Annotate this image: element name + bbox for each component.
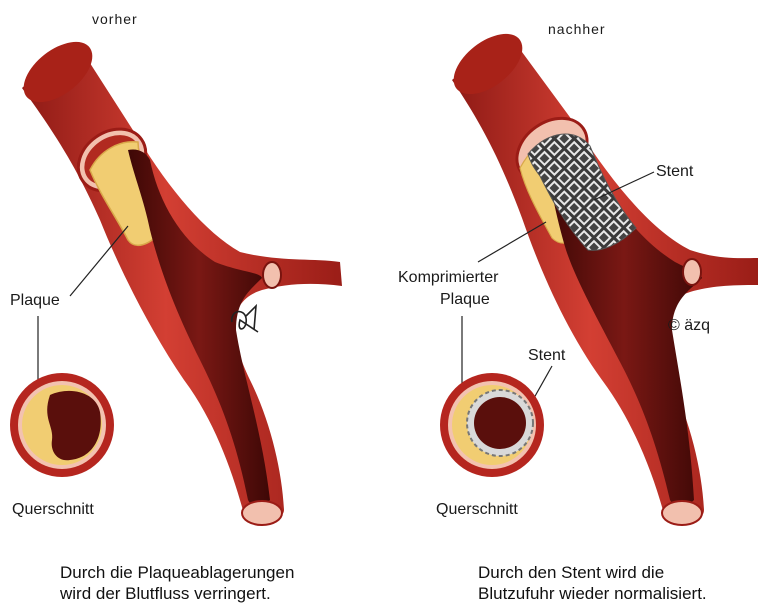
caption-before-line2: wird der Blutfluss verringert. [60, 583, 360, 604]
caption-after-line2: Blutzufuhr wieder normalisiert. [478, 583, 753, 604]
label-compressed-line1: Komprimierter [398, 269, 499, 286]
branch-end-after [683, 259, 701, 285]
caption-before-line1: Durch die Plaqueablagerungen [60, 562, 360, 583]
pointer-stent-cross [534, 366, 552, 398]
copyright-text: © äzq [668, 317, 710, 334]
label-compressed-line2: Plaque [440, 291, 490, 308]
label-stent: Stent [656, 163, 694, 180]
heading-before: vorher [92, 11, 138, 27]
caption-before: Durch die Plaqueablagerungen wird der Bl… [60, 562, 360, 604]
cross-section-before [10, 373, 114, 477]
vessel-bottom-before [242, 501, 282, 525]
caption-after: Durch den Stent wird die Blutzufuhr wied… [478, 562, 753, 604]
cross-section-after [440, 373, 544, 477]
vessel-bottom-after [662, 501, 702, 525]
lumen-before [128, 149, 270, 506]
label-plaque: Plaque [10, 292, 60, 309]
heading-after: nachher [548, 21, 606, 37]
caption-after-line1: Durch den Stent wird die [478, 562, 753, 583]
label-cross-section-before: Querschnitt [12, 501, 94, 518]
label-cross-section-after: Querschnitt [436, 501, 518, 518]
label-stent-cross: Stent [528, 347, 566, 364]
